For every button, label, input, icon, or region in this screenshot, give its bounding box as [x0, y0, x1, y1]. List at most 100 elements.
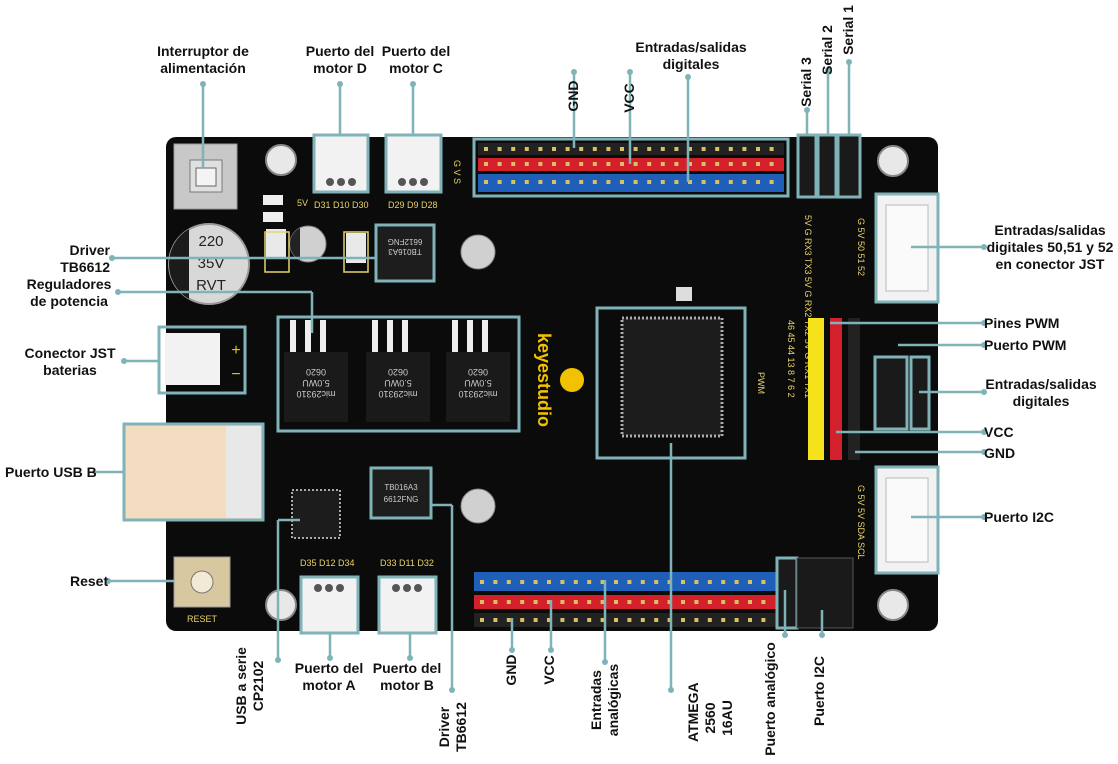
header-pin: [694, 580, 699, 584]
label-i2c-right: Puerto I2C: [984, 509, 1055, 525]
atmega-chip: [620, 316, 724, 438]
label-usb-serie: USB a serie CP2102: [233, 647, 266, 725]
label-puerto-i2c-bottom: Puerto I2C: [811, 656, 827, 727]
header-pin: [552, 162, 556, 166]
header-pin: [493, 580, 498, 584]
header-pin: [694, 600, 699, 604]
label-motor-c: Puerto del motor C: [381, 43, 451, 76]
header-pin: [654, 618, 659, 622]
header-pin: [579, 147, 584, 151]
header-pin: [627, 618, 632, 622]
motor-c-pins-silk: D29 D9 D28: [388, 200, 438, 210]
header-pin: [769, 147, 774, 151]
header-pin: [524, 147, 529, 151]
header-pin: [748, 600, 752, 604]
header-pin: [579, 180, 584, 184]
analog-port-header: [775, 556, 799, 630]
header-pin: [511, 162, 516, 166]
header-pin: [681, 580, 685, 584]
header-pin: [688, 180, 692, 184]
svg-text:mic293105.0WU0620: mic293105.0WU0620: [296, 367, 335, 399]
reset-silk: RESET: [187, 614, 218, 624]
label-interruptor: Interruptor de alimentación: [157, 43, 249, 76]
header-pin: [734, 580, 739, 584]
header-pin: [756, 162, 760, 166]
header-pin: [560, 580, 565, 584]
pwm-pins-black: [848, 318, 860, 460]
motor-a-pins-silk: D35 D12 D34: [300, 558, 355, 568]
header-pin: [742, 147, 747, 151]
header-pin: [654, 600, 659, 604]
serial1-header: [836, 133, 862, 199]
top-header-silk: G V S: [452, 160, 462, 184]
header-pin: [484, 180, 488, 184]
header-pin: [524, 180, 529, 184]
header-pin: [565, 147, 570, 151]
header-pin: [547, 600, 551, 604]
pwm-silk: PWM: [756, 372, 766, 394]
mount-hole-bottom-left: [265, 589, 297, 621]
header-pin: [748, 618, 752, 622]
top-header-signal-row: [478, 174, 784, 192]
header-pin: [761, 618, 766, 622]
header-pin: [627, 580, 632, 584]
header-pin: [756, 180, 760, 184]
jst-right-silk: G 5V 50 51 52: [856, 218, 866, 276]
header-pin: [573, 600, 578, 604]
header-pin: [633, 180, 638, 184]
header-pin: [506, 618, 511, 622]
header-pin: [547, 618, 551, 622]
header-pin: [674, 147, 679, 151]
header-pin: [640, 618, 645, 622]
motor-d-pins-silk: D31 D10 D30: [314, 200, 369, 210]
header-pin: [506, 580, 511, 584]
header-pin: [667, 618, 672, 622]
regulator-3: mic293105.0WU0620: [446, 320, 510, 422]
header-pin: [565, 180, 570, 184]
label-vcc-right: VCC: [984, 424, 1014, 440]
jst-minus-sign: −: [231, 366, 240, 383]
header-pin: [620, 180, 624, 184]
label-motor-a: Puerto del motor A: [294, 660, 364, 693]
header-pin: [587, 600, 592, 604]
header-pin: [484, 162, 488, 166]
header-pin: [761, 580, 766, 584]
header-pin: [592, 147, 597, 151]
header-pin: [742, 162, 747, 166]
header-pin: [715, 180, 720, 184]
header-pin: [614, 600, 618, 604]
header-pin: [769, 162, 774, 166]
label-es-digitales-right: Entradas/salidas digitales: [985, 376, 1097, 409]
header-pin: [579, 162, 584, 166]
mount-hole-top-left: [265, 144, 297, 176]
header-pin: [606, 147, 611, 151]
header-pin: [533, 600, 538, 604]
header-pin: [606, 180, 611, 184]
driver-chip-bottom: [369, 466, 433, 520]
header-pin: [533, 618, 538, 622]
label-gnd-right: GND: [984, 445, 1016, 461]
label-serial3: Serial 3: [798, 57, 814, 107]
header-pin: [520, 618, 525, 622]
header-pin: [538, 180, 543, 184]
header-pin: [587, 580, 592, 584]
header-pin: [734, 600, 739, 604]
header-pin: [606, 162, 611, 166]
motor-b-connector: [377, 575, 438, 635]
header-pin: [620, 147, 624, 151]
label-es-jst: Entradas/salidas digitales 50,51 y 52 en…: [986, 222, 1114, 272]
header-pin: [715, 147, 720, 151]
bottom-header-vcc-row: [474, 595, 776, 609]
header-pin: [560, 600, 565, 604]
header-pin: [587, 618, 592, 622]
header-pin: [560, 618, 565, 622]
label-gnd-top: GND: [565, 80, 581, 112]
brand-logo[interactable]: keyestudio: [534, 333, 554, 427]
driver-chip-top: [374, 223, 436, 283]
header-pin: [660, 162, 665, 166]
header-pin: [647, 147, 652, 151]
motor-b-pins-silk: D33 D11 D32: [380, 558, 434, 568]
header-pin: [480, 618, 484, 622]
small-capacitor-right: [460, 234, 496, 270]
